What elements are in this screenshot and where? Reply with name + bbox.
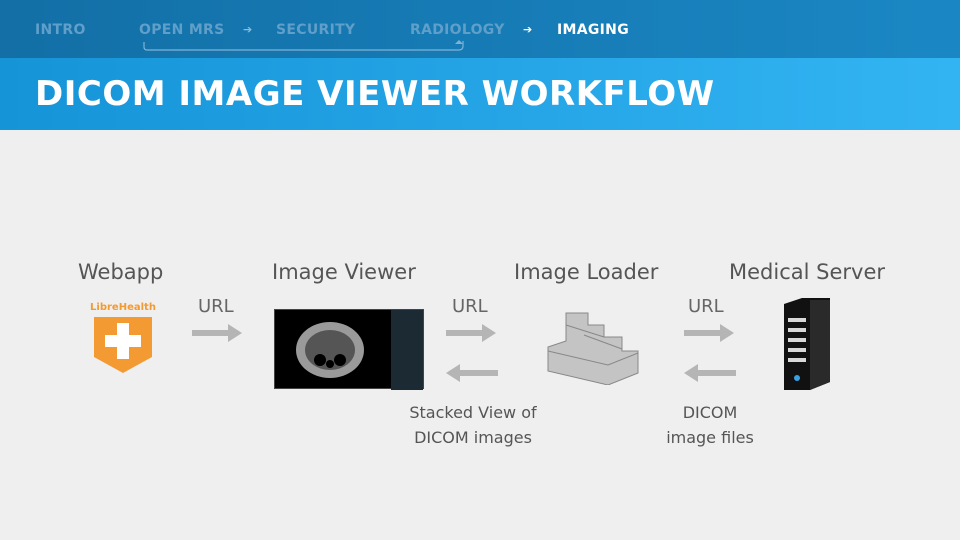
librehealth-logo: LibreHealth	[86, 302, 160, 379]
server-icon	[784, 298, 830, 390]
right-arrow-icon	[446, 324, 496, 342]
nav-open-mrs[interactable]: OPEN MRS	[139, 22, 225, 38]
arrow-icon: ➔	[243, 23, 253, 36]
left-arrow-icon	[446, 364, 498, 382]
arrow-icon: ➔	[523, 23, 533, 36]
url-label-2: URL	[452, 296, 488, 317]
top-nav: INTRO OPEN MRS ➔ SECURITY RADIOLOGY ➔ IM…	[0, 0, 960, 58]
webapp-label: Webapp	[78, 260, 164, 284]
logo-text: LibreHealth	[90, 302, 156, 313]
image-viewer-label: Image Viewer	[272, 260, 416, 284]
stacked-view-caption: Stacked View of DICOM images	[398, 400, 548, 450]
right-arrow-icon	[192, 324, 242, 342]
caption-line: image files	[666, 428, 754, 447]
caption-line: DICOM images	[414, 428, 532, 447]
caption-line: Stacked View of	[409, 403, 537, 422]
nav-imaging[interactable]: IMAGING	[557, 22, 629, 38]
title-band: DICOM IMAGE VIEWER WORKFLOW	[0, 58, 960, 130]
nav-security[interactable]: SECURITY	[276, 22, 356, 38]
left-arrow-icon	[684, 364, 736, 382]
connector-arrow-icon	[143, 40, 464, 51]
nav-intro[interactable]: INTRO	[35, 22, 86, 38]
image-loader-label: Image Loader	[514, 260, 659, 284]
shield-plus-icon	[94, 317, 152, 373]
dicom-files-caption: DICOM image files	[640, 400, 780, 450]
right-arrow-icon	[684, 324, 734, 342]
ct-scan-image	[296, 322, 364, 378]
url-label-1: URL	[198, 296, 234, 317]
page-title: DICOM IMAGE VIEWER WORKFLOW	[35, 74, 715, 114]
nav-radiology[interactable]: RADIOLOGY	[410, 22, 505, 38]
image-viewer-screenshot	[274, 309, 424, 390]
caption-line: DICOM	[682, 403, 738, 422]
medical-server-label: Medical Server	[729, 260, 885, 284]
url-label-3: URL	[688, 296, 724, 317]
brick-wall-icon	[547, 312, 639, 385]
